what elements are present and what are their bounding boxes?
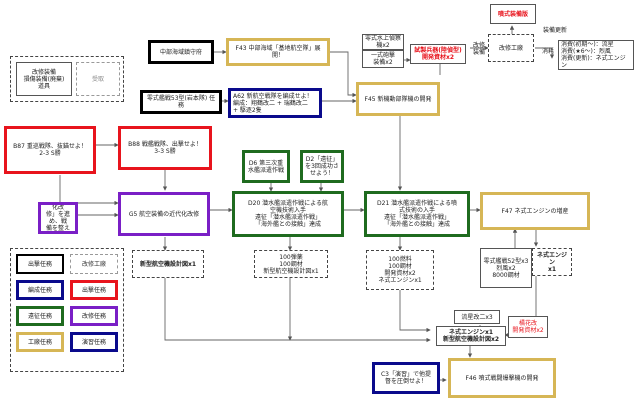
node-tiered-top: 噴式装備版 [490,4,536,24]
edge-arsenal-cost [535,47,555,59]
legend-equipment-title: 改修装備 [31,68,56,76]
node-trial-mid: 一式砲撃 装備x2 [362,50,404,68]
node-d21: D21 潜水艦派遣作戦による噴 式技術の入手 遠征「潜水艦派遣作戦」 「海外艦と… [364,191,470,237]
node-tenzan-items: ネ式エンジンx1 新型航空機設計図x2 [436,326,506,346]
legend-composition: 編成任務 [16,280,64,300]
node-d6: D6 第三次重 水艦派遣作戦 [242,150,290,183]
node-c3: C3「演習」で他提 督を圧倒せよ！ [372,362,440,394]
legend-sortie: 出撃任務 [16,254,64,274]
legend-expedition: 遠征任務 [16,306,64,326]
node-d20: D20 潜水艦派遣作戦による航 空機技術入手 遠征「潜水艦派遣作戦」 「海外艦と… [232,191,344,237]
node-f47: F47 ネ式エンジンの増産 [480,192,590,230]
node-f45: F45 新機動部隊機の開発 [356,82,440,116]
kikka-dev-label: 橘花改 開発資材x2 [512,320,544,334]
node-g3: G3「近代化改 修」を進め、戦 備を整えよ！ [38,202,78,234]
node-arsenal: 改修工廠 [488,34,534,62]
node-zero-fighter: 零式艦戦53型(岩本隊) 任務 [140,90,222,114]
node-f46: F46 噴式戦闘爆撃機の開発 [448,358,556,398]
legend-equipment-items: 損傷装備(廃棄) 道具 [23,75,65,90]
proto-test-label: 試製兵器(陸偵型) 開発資材x2 [414,47,462,61]
node-d2: D2「遠征」 を3回成功さ せよう！ [300,150,344,183]
node-g5: G5 航空装備の近代化改修 [118,192,210,236]
edge-reward21-merge [399,290,431,333]
node-f43: F43 中部海域「基地航空隊」展開！ [226,38,330,66]
label-upgrade: 消耗 [541,48,554,55]
legend-exercise: 演習任務 [70,332,118,352]
edge-design-merge [164,278,431,343]
reward-d20: 100弾薬 100鋼材 新型航空機設計図x1 [254,250,328,278]
node-b87: B87 重巡戦隊、抜錨せよ！ 2-3 S勝 [4,126,96,174]
reward-g5-design: 新型航空機設計図x1 [132,250,204,278]
node-tenzan: 流星改二x3 [454,310,500,324]
node-b88: B88 戦艦戦隊、出撃せよ！ 3-3 S勝 [118,126,212,170]
tiered-top-label: 噴式装備版 [497,10,528,18]
legend-arsenal: 改修工廠 [70,254,118,274]
node-a62: A62 新航空戦隊を編成せよ！ 編成：翔鶴改二 + 瑞鶴改二 + 駆逐2隻 [228,88,322,118]
legend-modernize: 改修任務 [70,306,118,326]
edge-f43-f45 [330,51,357,98]
legend-sortie-red: 出撃任務 [70,280,118,300]
label-tiered-prod: 装備更新 [542,27,567,34]
reward-d21: 100燃料 100鋼材 開発資材x2 ネ式エンジンx1 [366,250,434,290]
node-upgrade-cost: 消費(初期〜)：流星 消費(★6〜)：烈風 消費(更新)：ネ式エンジン [558,40,634,70]
reward-f47: ネ式エンジン x1 [532,248,572,276]
edge-b87-g5 [59,175,119,206]
node-proto-test: 試製兵器(陸偵型) 開発資材x2 [410,44,466,64]
node-trial-top: 零式水上偵察機x2 [362,34,404,50]
node-kikka-dev: 橘花改 開発資材x2 [508,316,548,338]
legend-equipment-box: 改修装備 損傷装備(廃棄) 道具 [16,62,72,96]
cost-f47: 零式艦戦52型x3 烈風x2 8000鋼材 [480,248,532,288]
node-southeast: 中部海域鎮守府 [148,40,214,64]
legend-receive-box: 受取 [76,62,120,96]
label-modern: 改修 装備 [472,42,485,56]
legend-factory: 工廠任務 [16,332,64,352]
